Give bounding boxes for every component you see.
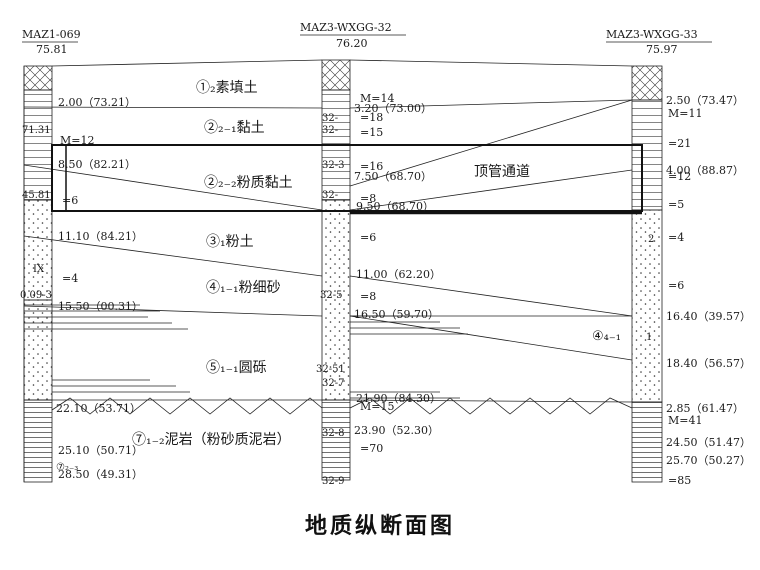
left-spt-value: M=12	[60, 134, 94, 147]
left-depth-label: 28.50（49.31）	[58, 468, 143, 481]
right-depth-label: 24.50（51.47）	[666, 436, 751, 449]
layer-label-fine-sand: ④₁₋₁粉细砂	[206, 280, 281, 296]
right-sample-label: 2	[648, 234, 654, 245]
right-spt-value: =85	[668, 474, 691, 487]
right-depth-label: 25.70（50.27）	[666, 454, 751, 467]
left-sample-label: 71.31	[22, 125, 51, 136]
right-spt-value: =5	[668, 198, 684, 211]
right-spt-value: M=41	[668, 414, 702, 427]
borehole-column-1	[23, 65, 53, 483]
mid-sample-label: 32-	[322, 190, 338, 201]
mid-spt-value: =16	[360, 160, 383, 173]
mid-depth-label: 3.20（73.00）	[354, 102, 432, 115]
borehole-1-elevation: 75.81	[36, 43, 68, 56]
right-spt-value: =6	[668, 279, 684, 292]
mid-depth-label: 23.90（52.30）	[354, 424, 439, 437]
mid-depth-label: 16.50（59.70）	[354, 308, 439, 321]
left-marker-ix: IX	[33, 264, 45, 275]
tunnel-label: 顶管通道	[474, 164, 530, 180]
mid-depth-label: 21.90（84.30）	[356, 392, 441, 405]
jacking-pipe-tunnel	[51, 144, 643, 215]
mid-spt-value: M=14	[360, 92, 394, 105]
layer-label-fill: ①₂素填土	[196, 80, 258, 96]
right-spt-value: =21	[668, 137, 691, 150]
mid-spt-value: =8	[360, 290, 376, 303]
mid-sample-label: 32-5	[320, 290, 342, 301]
borehole-2-elevation: 76.20	[336, 37, 368, 50]
borehole-3-elevation: 75.97	[646, 43, 678, 56]
right-depth-label: 4.00（88.87）	[666, 164, 744, 177]
section-frame	[23, 59, 633, 482]
mid-sample-label: 32-8	[322, 428, 344, 439]
layer-label-gravel: ⑤₁₋₁圆砾	[206, 360, 267, 376]
mid-sample-label: 32-7	[322, 378, 344, 389]
left-depth-label: 25.10（50.71）	[58, 444, 143, 457]
layer-boundaries	[23, 99, 633, 415]
layer-label-mudstone: ⑦₁₋₂泥岩（粉砂质泥岩）	[132, 432, 291, 448]
right-spt-value: =4	[668, 231, 684, 244]
borehole-2-name: MAZ3-WXGG-32	[300, 21, 392, 34]
mid-depth-label: 7.50（68.70）	[354, 170, 432, 183]
right-depth-label: 18.40（56.57）	[666, 357, 751, 370]
left-depth-label: 15.50（00.31）	[58, 300, 143, 313]
right-spt-value: M=11	[668, 107, 702, 120]
right-depth-label: 2.85（61.47）	[666, 402, 744, 415]
layer-label-silt: ③₁粉土	[206, 234, 254, 250]
mid-spt-value: =8	[360, 192, 376, 205]
right-depth-label: 16.40（39.57）	[666, 310, 751, 323]
mid-depth-label: 11.00（62.20）	[356, 268, 441, 281]
layer-label-clay: ②₂₋₁黏土	[204, 120, 265, 136]
left-sample-label: 0.09-3	[20, 290, 52, 301]
left-spt-value: =4	[62, 272, 78, 285]
mid-sample-label: 32-3	[322, 160, 344, 171]
right-depth-label: 2.50（73.47）	[666, 94, 744, 107]
mid-sample-label: 32-	[322, 113, 338, 124]
mid-spt-value: =6	[360, 231, 376, 244]
diagram-caption: 地质纵断面图	[304, 514, 455, 539]
right-spt-value: =12	[668, 170, 691, 183]
left-sample-label: 45.81	[22, 190, 51, 201]
layer-label-4-4-1: ④₄₋₁	[592, 329, 621, 344]
mid-sample-label: 32-9	[322, 476, 344, 487]
mid-depth-label: 9.50（68.70）	[356, 200, 434, 213]
left-depth-label: 22.10（53.71）	[56, 402, 141, 415]
left-depth-label: 8.50（82.21）	[58, 158, 136, 171]
borehole-3-name: MAZ3-WXGG-33	[606, 28, 698, 41]
mid-sample-label: 32-51	[316, 364, 345, 375]
borehole-column-3	[631, 65, 663, 483]
left-spt-value: =6	[62, 194, 78, 207]
mid-spt-value: =15	[360, 126, 383, 139]
left-depth-label: 2.00（73.21）	[58, 96, 136, 109]
mid-sample-label: 32-	[322, 125, 338, 136]
mid-spt-value: M=15	[360, 400, 394, 413]
layer-label-silty-clay: ②₂₋₂粉质黏土	[204, 175, 293, 191]
layer-label-7-2-3: ⑦₂₋₃	[56, 462, 78, 473]
mid-spt-value: =70	[360, 442, 383, 455]
spt-bars	[24, 304, 468, 399]
left-depth-label: 11.10（84.21）	[58, 230, 143, 243]
borehole-1-name: MAZ1-069	[22, 28, 81, 41]
right-sample-label: 1	[646, 332, 652, 343]
mid-spt-value: =18	[360, 111, 383, 124]
